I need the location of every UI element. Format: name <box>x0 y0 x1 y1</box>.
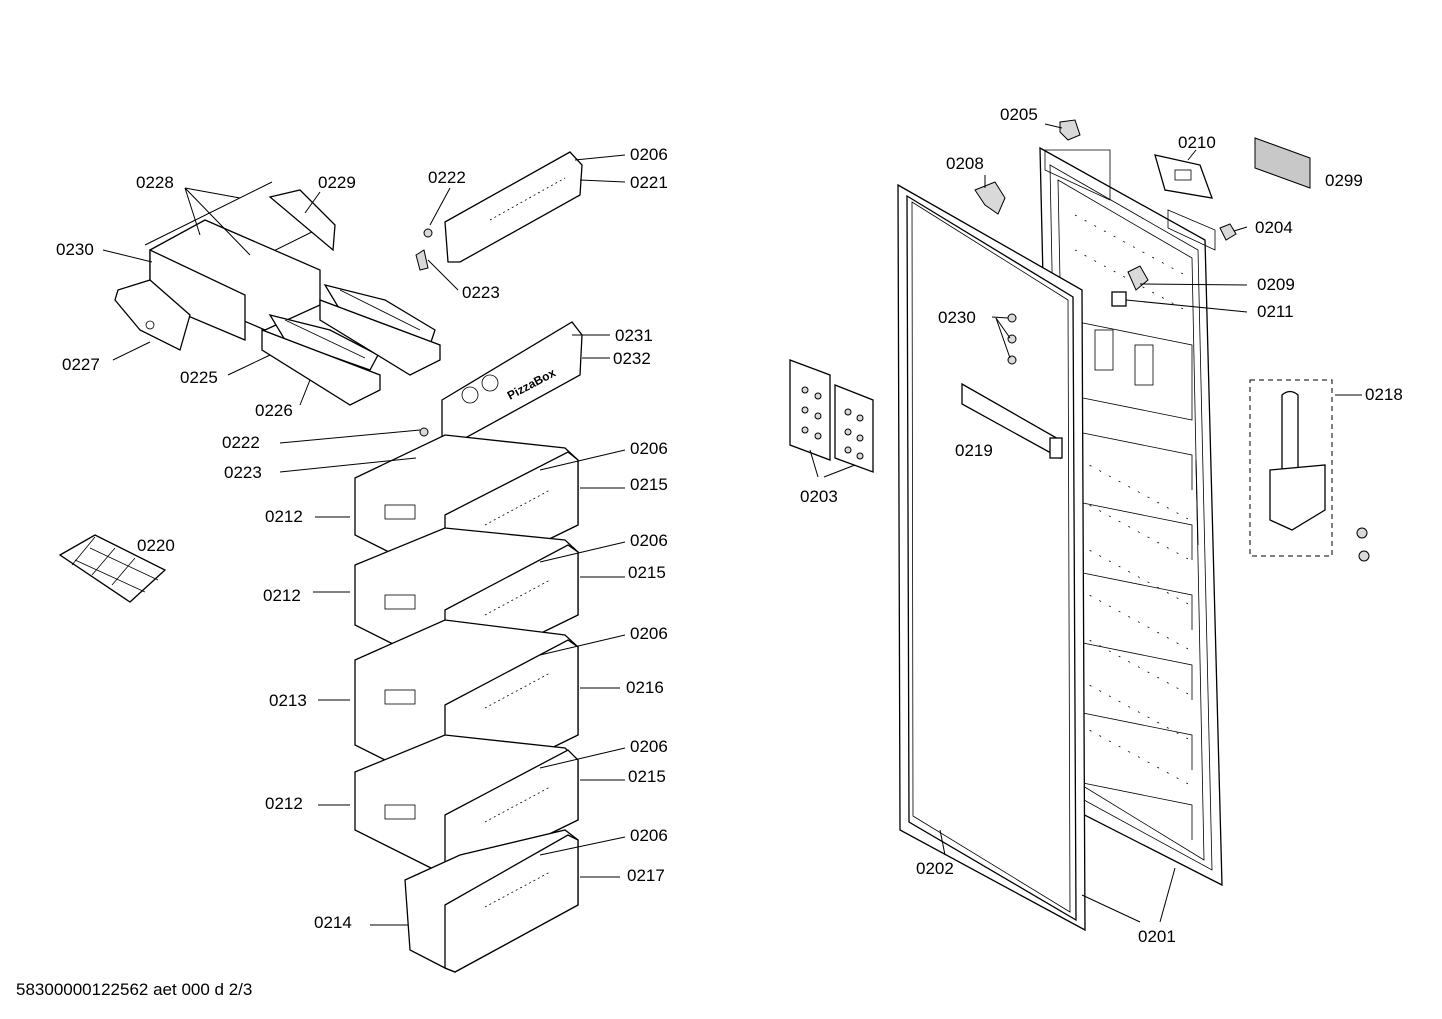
label-0217: 0217 <box>627 866 665 885</box>
label-0211: 0211 <box>1257 302 1294 321</box>
part-labels: 0205 0210 0299 0208 0204 0209 0211 0230 … <box>56 105 1403 946</box>
label-0206-drawer5: 0206 <box>630 826 668 845</box>
ice-maker-assembly-0228 <box>144 181 336 341</box>
label-0212-drawer2: 0212 <box>263 586 301 605</box>
label-0226: 0226 <box>255 401 293 420</box>
label-0206-top: 0206 <box>630 145 668 164</box>
handle-0219 <box>961 382 1063 460</box>
label-0228: 0228 <box>136 173 174 192</box>
ice-tray-holder-0227 <box>114 279 191 351</box>
label-0215-drawer4: 0215 <box>628 767 666 786</box>
label-0203: 0203 <box>800 487 838 506</box>
label-0206-drawer1: 0206 <box>630 439 668 458</box>
label-0209: 0209 <box>1257 275 1295 294</box>
label-0218: 0218 <box>1365 385 1403 404</box>
label-0219: 0219 <box>955 441 993 460</box>
cover-0210 <box>1154 154 1213 199</box>
document-footer-id: 58300000122562 aet 000 d 2/3 <box>16 980 253 999</box>
door-liner <box>1039 146 1223 887</box>
label-0210: 0210 <box>1178 133 1216 152</box>
label-0221: 0221 <box>630 173 668 192</box>
ice-bins-0226 <box>261 299 441 406</box>
label-0223-top: 0223 <box>462 283 500 302</box>
label-0204: 0204 <box>1255 218 1293 237</box>
label-0232: 0232 <box>613 349 651 368</box>
cold-packs-0203 <box>789 359 874 473</box>
label-0227: 0227 <box>62 355 100 374</box>
label-0215-drawer1: 0215 <box>630 475 668 494</box>
label-0222-mid: 0222 <box>222 433 260 452</box>
leader-lines <box>102 123 1362 926</box>
label-0201: 0201 <box>1138 927 1176 946</box>
label-0225: 0225 <box>180 368 218 387</box>
label-0299: 0299 <box>1325 171 1363 190</box>
bracket-0208 <box>974 181 1006 215</box>
pizza-box-front-0231: PizzaBox <box>441 321 583 443</box>
label-0213: 0213 <box>269 691 307 710</box>
label-0229: 0229 <box>318 173 356 192</box>
label-0205: 0205 <box>1000 105 1038 124</box>
label-0212-drawer4: 0212 <box>265 794 303 813</box>
ice-cube-tray-0220 <box>58 534 167 603</box>
label-0299 <box>1254 137 1311 189</box>
label-0206-drawer3: 0206 <box>630 624 668 643</box>
label-0231: 0231 <box>615 326 653 345</box>
label-0212-drawer1: 0212 <box>265 507 303 526</box>
hinge-assembly-0218 <box>1249 379 1370 562</box>
label-0222-top: 0222 <box>428 168 466 187</box>
door-gasket <box>897 183 1086 932</box>
label-0214: 0214 <box>314 913 352 932</box>
label-0206-drawer2: 0206 <box>630 531 668 550</box>
front-panel-0221 <box>444 151 583 263</box>
label-0216: 0216 <box>626 678 664 697</box>
hinge-part-0205 <box>1059 119 1081 141</box>
label-0215-drawer2: 0215 <box>628 563 666 582</box>
screw-0204 <box>1219 223 1237 241</box>
label-0206-drawer4: 0206 <box>630 737 668 756</box>
label-0223-mid: 0223 <box>224 463 262 482</box>
label-0202: 0202 <box>916 859 954 878</box>
label-0230-left: 0230 <box>56 240 94 259</box>
screw-0222-top <box>415 228 433 271</box>
label-0208: 0208 <box>946 154 984 173</box>
label-0230-right: 0230 <box>938 308 976 327</box>
ice-trays-0225 <box>268 283 436 371</box>
drawer-5 <box>404 829 579 973</box>
label-0220: 0220 <box>137 536 175 555</box>
